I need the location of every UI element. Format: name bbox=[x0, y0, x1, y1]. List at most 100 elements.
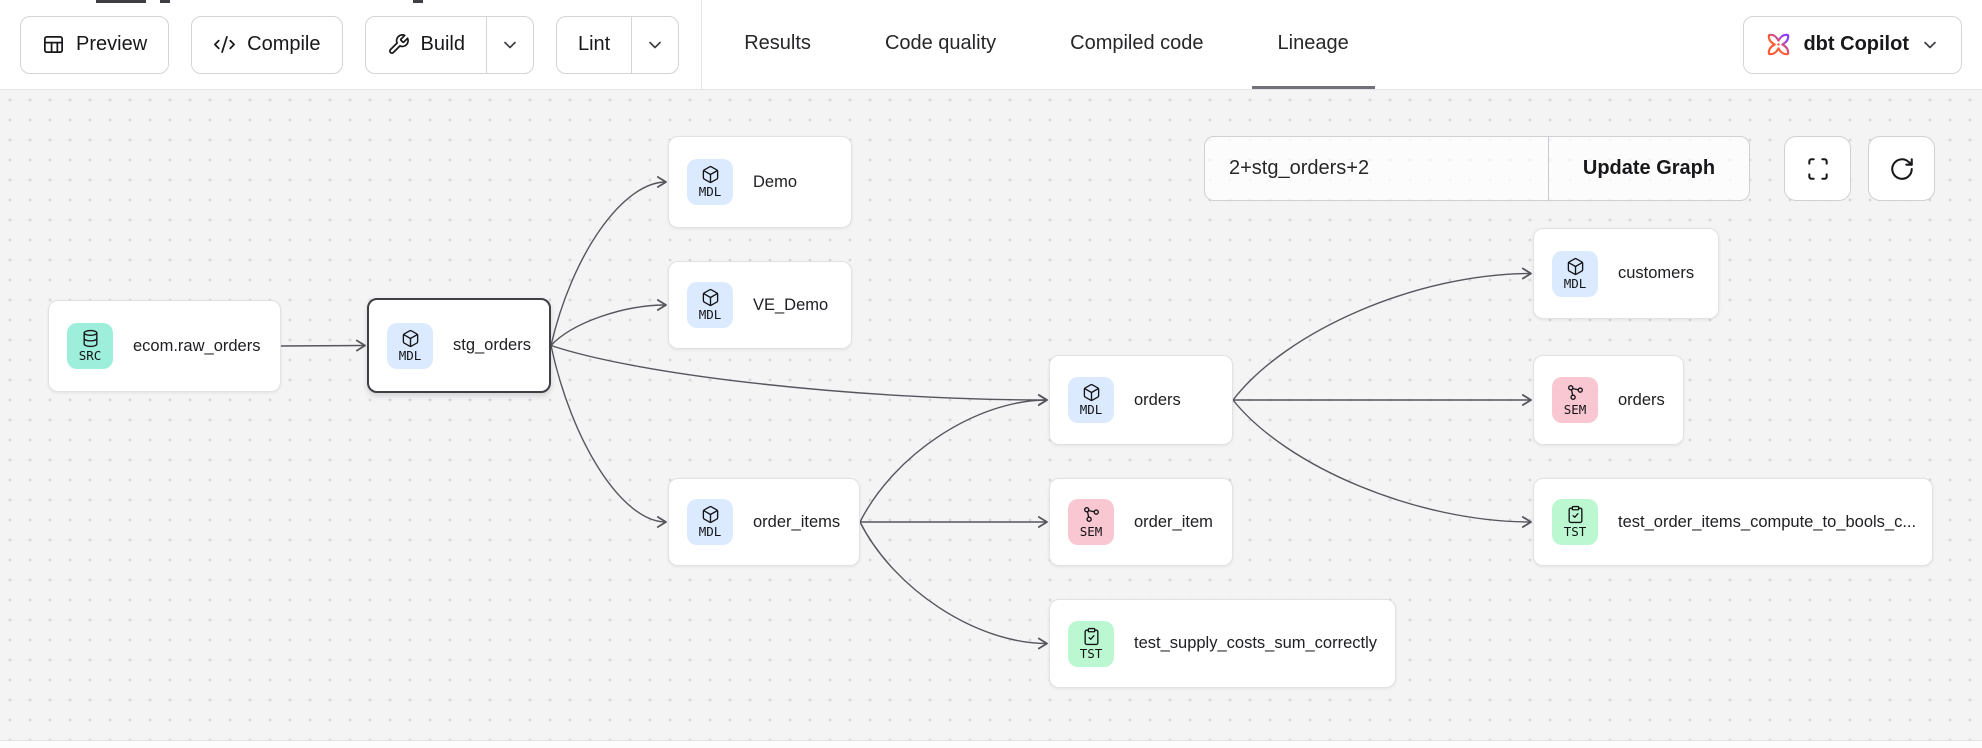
node-type-badge: TST bbox=[1068, 620, 1114, 667]
lineage-edge-orders_mdl-to-test_order_items bbox=[1232, 399, 1532, 528]
divider bbox=[485, 16, 487, 73]
node-label: orders bbox=[1618, 390, 1665, 409]
lineage-edge-orders_mdl-to-customers bbox=[1232, 267, 1532, 401]
lint-split-button: Lint bbox=[555, 15, 680, 74]
lineage-edge-raw_orders-to-stg_orders bbox=[280, 339, 366, 352]
node-label: order_item bbox=[1134, 512, 1213, 531]
lint-button[interactable]: Lint bbox=[557, 17, 631, 73]
cube-icon bbox=[702, 506, 718, 524]
lineage-node-customers[interactable]: MDL customers bbox=[1533, 228, 1719, 319]
node-type-badge: TST bbox=[1552, 499, 1598, 545]
lineage-node-raw_orders[interactable]: SRC ecom.raw_orders bbox=[48, 300, 281, 392]
refresh-button[interactable] bbox=[1868, 136, 1935, 201]
lint-dropdown-button[interactable] bbox=[632, 17, 678, 73]
refresh-icon bbox=[1890, 157, 1913, 180]
node-label: order_items bbox=[753, 512, 841, 531]
toolbar-divider bbox=[701, 0, 703, 89]
lineage-node-orders_sem[interactable]: SEM orders bbox=[1533, 355, 1684, 445]
dbt-copilot-label: dbt Copilot bbox=[1803, 33, 1909, 55]
selector-value: 2+stg_orders+2 bbox=[1229, 157, 1370, 179]
bottom-strip bbox=[0, 741, 1982, 748]
cube-icon bbox=[1083, 384, 1099, 402]
node-label: test_order_items_compute_to_bools_c... bbox=[1618, 512, 1917, 531]
update-graph-button[interactable]: Update Graph bbox=[1582, 157, 1716, 179]
cube-icon bbox=[702, 166, 718, 184]
node-label: orders bbox=[1134, 390, 1181, 409]
top-edge-artifact bbox=[0, 0, 1982, 3]
tab-code-quality[interactable]: Code quality bbox=[884, 31, 997, 54]
node-type-badge: SEM bbox=[1068, 499, 1114, 545]
tab-results[interactable]: Results bbox=[744, 31, 811, 54]
lineage-edge-order_items-to-orders_mdl bbox=[859, 394, 1048, 523]
lint-label: Lint bbox=[577, 33, 611, 55]
wrench-icon bbox=[388, 34, 409, 54]
node-type-badge: MDL bbox=[687, 159, 733, 205]
node-type-label: TST bbox=[1563, 524, 1587, 540]
node-type-label: SRC bbox=[78, 348, 102, 364]
preview-label: Preview bbox=[76, 33, 148, 55]
node-type-label: MDL bbox=[698, 307, 722, 323]
cube-icon bbox=[1567, 257, 1583, 275]
tab-compiled-code[interactable]: Compiled code bbox=[1070, 31, 1204, 54]
node-type-badge: MDL bbox=[1552, 250, 1598, 297]
chevron-down-icon bbox=[1924, 41, 1936, 48]
node-label: stg_orders bbox=[453, 336, 531, 354]
cube-icon bbox=[402, 329, 418, 347]
dbt-copilot-icon bbox=[1768, 33, 1790, 56]
node-type-badge: MDL bbox=[687, 282, 733, 328]
node-type-label: TST bbox=[1079, 645, 1103, 661]
chevron-down-icon bbox=[649, 41, 662, 48]
lineage-edge-order_items-to-test_supply bbox=[859, 521, 1048, 650]
lineage-node-orders_mdl[interactable]: MDL orders bbox=[1049, 355, 1233, 445]
lineage-edge-stg_orders-to-ve_demo bbox=[550, 299, 667, 346]
build-dropdown-button[interactable] bbox=[487, 17, 533, 73]
preview-button[interactable]: Preview bbox=[20, 15, 170, 74]
divider bbox=[631, 16, 633, 73]
code-icon bbox=[214, 35, 236, 54]
test-icon bbox=[1567, 506, 1583, 524]
build-split-button: Build bbox=[364, 15, 534, 74]
fullscreen-button[interactable] bbox=[1784, 136, 1851, 201]
node-label: VE_Demo bbox=[753, 295, 829, 314]
node-type-label: MDL bbox=[698, 184, 722, 200]
lineage-node-ve_demo[interactable]: MDL VE_Demo bbox=[668, 261, 852, 349]
node-type-label: SEM bbox=[1563, 402, 1587, 418]
node-label: Demo bbox=[753, 172, 798, 191]
tab-lineage[interactable]: Lineage bbox=[1251, 0, 1375, 89]
lineage-node-test_order_items[interactable]: TST test_order_items_compute_to_bools_c.… bbox=[1533, 478, 1933, 566]
table-icon bbox=[44, 35, 63, 54]
selector-input[interactable]: 2+stg_orders+2 bbox=[1205, 137, 1548, 200]
chevron-down-icon bbox=[504, 41, 516, 48]
lineage-node-order_item_sem[interactable]: SEM order_item bbox=[1049, 478, 1233, 566]
lineage-node-demo[interactable]: MDL Demo bbox=[668, 136, 852, 228]
node-label: customers bbox=[1618, 264, 1695, 282]
node-type-badge: MDL bbox=[387, 322, 433, 369]
compile-button[interactable]: Compile bbox=[191, 15, 343, 74]
node-type-label: SEM bbox=[1079, 524, 1103, 540]
lineage-node-test_supply[interactable]: TST test_supply_costs_sum_correctly bbox=[1049, 599, 1396, 688]
lineage-canvas[interactable]: SRC ecom.raw_orders MDL stg_orders MDL D… bbox=[0, 90, 1982, 741]
lineage-node-order_items[interactable]: MDL order_items bbox=[668, 478, 860, 566]
lineage-node-stg_orders[interactable]: MDL stg_orders bbox=[367, 298, 551, 393]
toolbar: Preview Compile Build Lint Results Code q… bbox=[0, 0, 1982, 90]
fullscreen-icon bbox=[1807, 157, 1828, 180]
lineage-edges-layer bbox=[280, 176, 1532, 650]
node-label: ecom.raw_orders bbox=[133, 336, 261, 355]
node-label: test_supply_costs_sum_correctly bbox=[1134, 634, 1378, 652]
node-type-badge: MDL bbox=[687, 499, 733, 545]
divider bbox=[1548, 137, 1549, 200]
database-icon bbox=[82, 330, 98, 348]
node-type-badge: MDL bbox=[1068, 377, 1114, 423]
semantic-model-icon bbox=[1567, 385, 1583, 401]
test-icon bbox=[1083, 627, 1099, 645]
node-type-label: MDL bbox=[698, 524, 722, 540]
node-type-label: MDL bbox=[398, 347, 422, 363]
lineage-edge-stg_orders-to-demo bbox=[550, 176, 667, 346]
build-button[interactable]: Build bbox=[366, 17, 486, 73]
cube-icon bbox=[702, 289, 718, 307]
dbt-copilot-button[interactable]: dbt Copilot bbox=[1743, 15, 1962, 74]
lineage-edge-stg_orders-to-order_items bbox=[550, 345, 667, 528]
graph-selector: 2+stg_orders+2 Update Graph bbox=[1204, 136, 1750, 201]
lineage-edge-stg_orders-to-orders_mdl bbox=[550, 344, 1048, 406]
build-label: Build bbox=[420, 33, 465, 55]
